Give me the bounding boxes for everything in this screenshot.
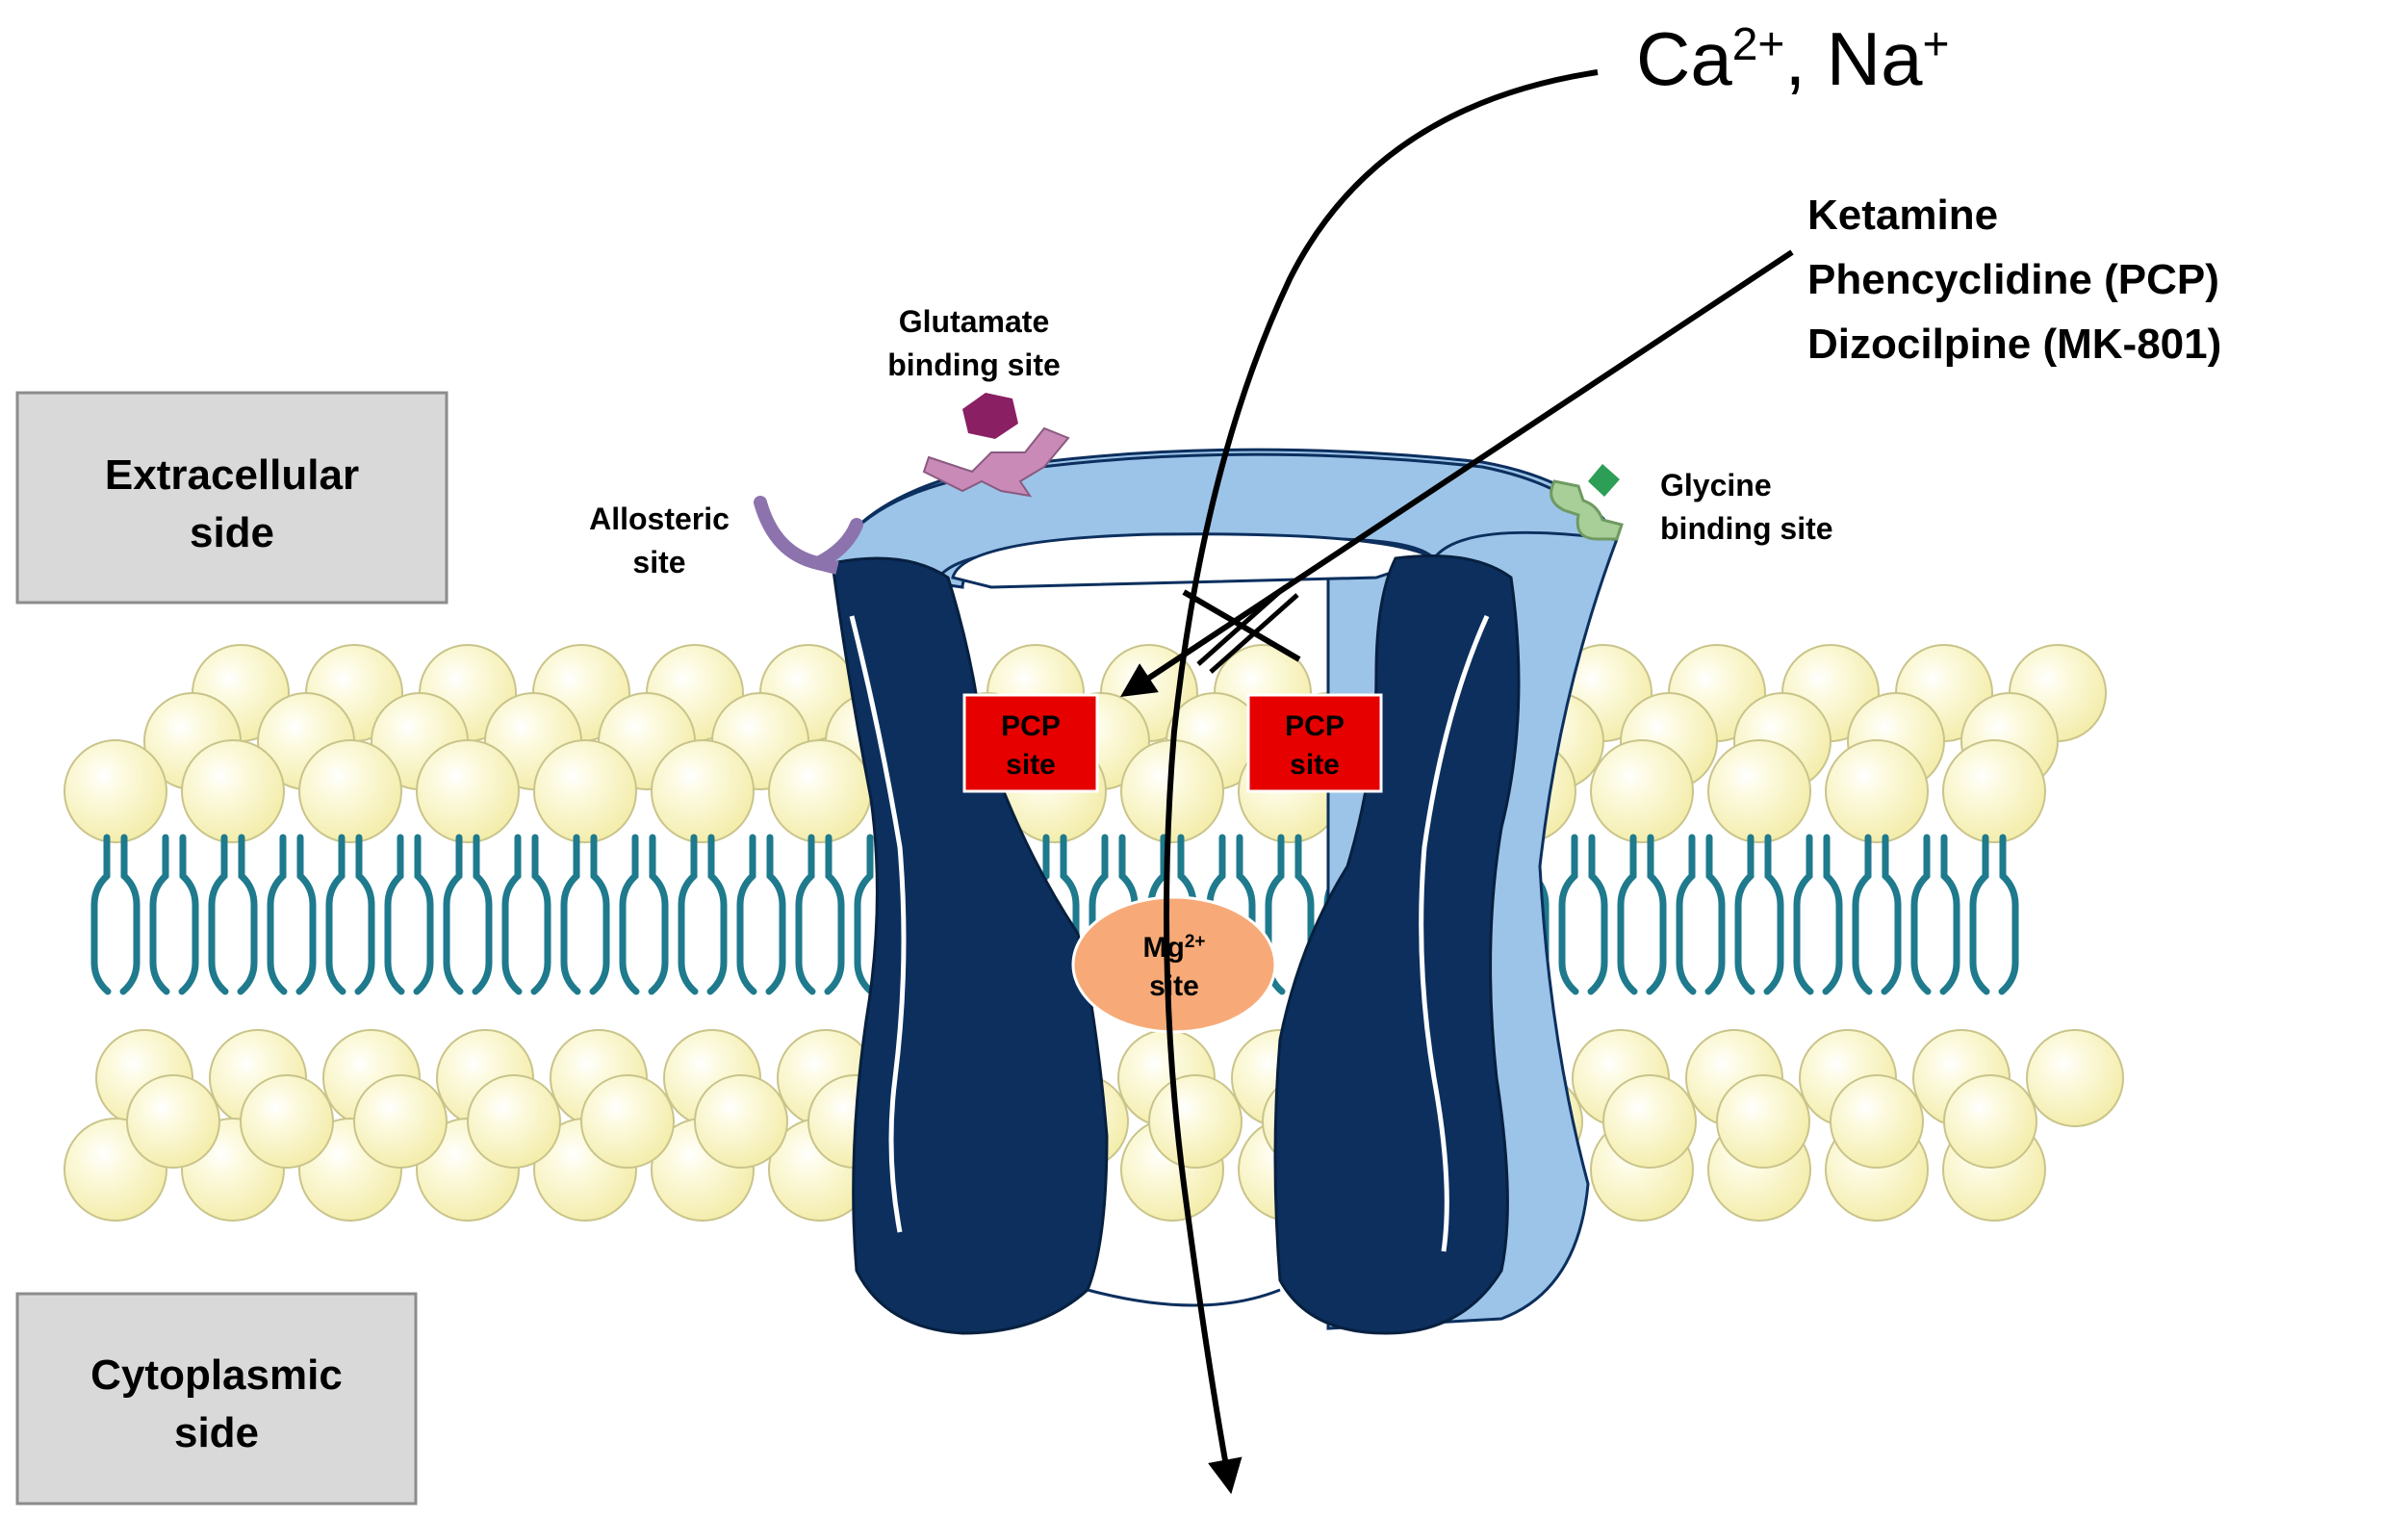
pcp-site-right-line1: PCP [1285, 710, 1345, 742]
extracellular-label-line1: Extracellular [105, 451, 359, 499]
drug-item: Ketamine [1807, 192, 1998, 239]
lipid-tail [505, 837, 548, 991]
lipid-head [1830, 1074, 1924, 1169]
lipid-head [1825, 739, 1929, 843]
channel-right-subunit [1273, 554, 1521, 1335]
allosteric-site-shape [754, 496, 863, 575]
lipid-tail [1914, 837, 1957, 991]
cytoplasmic-label-line2: side [174, 1409, 259, 1456]
allosteric-label-line2: site [632, 545, 685, 579]
lipid-head [1590, 739, 1694, 843]
lipid-tail [388, 837, 430, 991]
drug-item: Phencyclidine (PCP) [1807, 256, 2219, 303]
cytoplasmic-label-box: Cytoplasmic side [15, 1292, 418, 1506]
pcp-site-left: PCP site [962, 693, 1099, 793]
allosteric-label-line1: Allosteric [589, 502, 730, 536]
lipid-head [694, 1074, 788, 1169]
drug-arrow [1119, 249, 1794, 697]
glycine-label-line2: binding site [1660, 511, 1833, 546]
lipid-tail [1679, 837, 1722, 991]
glycine-binding-site-shape [1550, 464, 1624, 541]
lipid-tail [270, 837, 313, 991]
lipid-head [1942, 739, 2046, 843]
nmda-channel [825, 448, 1619, 1335]
lipid-head [1602, 1074, 1697, 1169]
ions-label: Ca2+, Na+ [1636, 16, 1950, 101]
lipid-head [580, 1074, 675, 1169]
lipid-head [416, 739, 520, 843]
glycine-label-line1: Glycine [1660, 468, 1772, 502]
lipid-tail [1856, 837, 1898, 991]
pcp-site-right-line2: site [1290, 749, 1340, 781]
lipid-tail [212, 837, 254, 991]
lipid-tail [94, 837, 137, 991]
lipid-head [467, 1074, 561, 1169]
lipid-head [298, 739, 402, 843]
lipid-tail [329, 837, 371, 991]
drug-item: Dizocilpine (MK-801) [1807, 321, 2221, 368]
lipid-tail [564, 837, 606, 991]
lipid-head [126, 1074, 220, 1169]
lipid-tail [1621, 837, 1663, 991]
glutamate-label-line1: Glutamate [899, 304, 1049, 339]
lipid-tail [153, 837, 195, 991]
lipid-head [353, 1074, 448, 1169]
pcp-site-left-line2: site [1006, 749, 1056, 781]
extracellular-label-line2: side [190, 509, 274, 556]
ion-flow-arrow [1164, 69, 1599, 1495]
lipid-tail [1797, 837, 1839, 991]
glutamate-label-line2: binding site [887, 348, 1061, 382]
glutamate-ligand [962, 393, 1018, 439]
lipid-head [1707, 739, 1811, 843]
glycine-ligand [1588, 464, 1620, 497]
lipid-tail [1973, 837, 2015, 991]
lipid-head [768, 739, 872, 843]
drug-list: Ketamine Phencyclidine (PCP) Dizocilpine… [1807, 192, 2221, 368]
lipid-head [1148, 1074, 1242, 1169]
lipid-head [240, 1074, 334, 1169]
lipid-tail [681, 837, 724, 991]
pcp-site-right: PCP site [1246, 693, 1383, 793]
lipid-tail [740, 837, 782, 991]
extracellular-label-box: Extracellular side [15, 391, 448, 605]
lipid-head [1943, 1074, 2037, 1169]
lipid-head [651, 739, 755, 843]
lipid-head [533, 739, 637, 843]
lipid-tail [1738, 837, 1780, 991]
lipid-head [1716, 1074, 1810, 1169]
lipid-tail [623, 837, 665, 991]
glutamate-binding-site-shape [922, 393, 1070, 498]
lipid-head [181, 739, 285, 843]
lipid-tail [799, 837, 841, 991]
mg-site-line2: site [1149, 970, 1199, 1002]
lipid-head [64, 739, 167, 843]
cytoplasmic-label-line1: Cytoplasmic [90, 1352, 343, 1399]
mg-site: Mg2+ site [1071, 895, 1277, 1034]
pcp-site-left-line1: PCP [1001, 710, 1061, 742]
lipid-head [2026, 1029, 2124, 1127]
blocked-cross-icon [1182, 585, 1301, 674]
lipid-tail [1562, 837, 1604, 991]
lipid-tail [447, 837, 489, 991]
